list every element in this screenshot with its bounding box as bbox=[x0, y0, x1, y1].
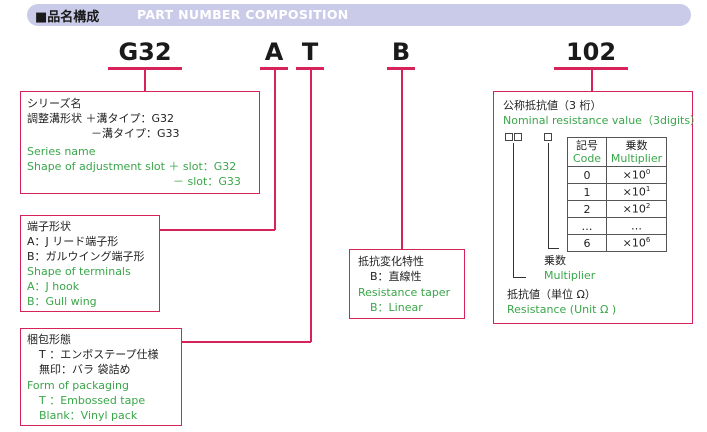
connector-taper bbox=[401, 70, 403, 250]
code-cell: … bbox=[567, 217, 607, 235]
code-cell: 1 bbox=[567, 183, 607, 201]
table-row: 1 ×101 bbox=[567, 183, 667, 201]
mult-cell: ×106 bbox=[606, 234, 667, 252]
section-header-bar: ■品名構成 PART NUMBER COMPOSITION bbox=[27, 4, 691, 26]
value-label-jp: 抵抗値（単位 Ω） bbox=[507, 288, 596, 301]
taper-line1-en: B：Linear bbox=[370, 301, 423, 314]
connector-packaging-v bbox=[310, 70, 312, 342]
packaging-title-en: Form of packaging bbox=[27, 379, 129, 392]
mult-cell: ×101 bbox=[606, 183, 667, 201]
terminals-line1-jp: A：J リード端子形 bbox=[27, 235, 119, 248]
series-line1-jp: 調整溝形状 ＋溝タイプ：G32 bbox=[27, 112, 175, 125]
mult-cell: ×100 bbox=[606, 166, 667, 184]
packaging-line1-jp: T ：エンボステープ仕様 bbox=[39, 348, 159, 361]
digit-square-3 bbox=[544, 133, 552, 141]
terminals-line2-jp: B：ガルウイング端子形 bbox=[27, 250, 145, 263]
packaging-title-jp: 梱包形態 bbox=[27, 333, 71, 346]
table-row: 6 ×106 bbox=[567, 234, 667, 252]
series-line1-en: Shape of adjustment slot ＋ slot：G32 bbox=[27, 160, 237, 173]
connector-packaging-h bbox=[180, 341, 311, 343]
header-code-en: Code bbox=[572, 152, 602, 165]
code-cell: 0 bbox=[567, 166, 607, 184]
bracket-value-h bbox=[513, 277, 526, 278]
section-title-en: PART NUMBER COMPOSITION bbox=[137, 7, 349, 22]
resistance-box: 公称抵抗値（3 桁） Nominal resistance value（3dig… bbox=[493, 91, 701, 324]
header-mult-en: Multiplier bbox=[610, 152, 663, 165]
code-terminal-underline bbox=[260, 67, 288, 70]
header-code-jp: 記号 bbox=[576, 139, 598, 152]
digit-square-1 bbox=[505, 133, 513, 141]
series-title-jp: シリーズ名 bbox=[27, 97, 82, 110]
table-header-row: 記号 Code 乗数 Multiplier bbox=[567, 137, 667, 167]
series-line2-jp: －溝タイプ：G33 bbox=[91, 127, 180, 140]
terminals-box: 端子形状 A：J リード端子形 B：ガルウイング端子形 Shape of ter… bbox=[20, 215, 160, 312]
multiplier-table: 記号 Code 乗数 Multiplier 0 ×100 1 ×101 2 ×1… bbox=[567, 137, 667, 252]
code-packaging-underline bbox=[296, 67, 324, 70]
taper-line1-jp: B：直線性 bbox=[370, 270, 422, 283]
terminals-title-jp: 端子形状 bbox=[27, 220, 71, 233]
mult-cell: … bbox=[606, 217, 667, 235]
packaging-box: 梱包形態 T ：エンボステープ仕様 無印：バラ 袋詰め Form of pack… bbox=[20, 328, 182, 426]
connector-terminal-v bbox=[274, 70, 276, 230]
table-row: 0 ×100 bbox=[567, 166, 667, 184]
code-series: G32 bbox=[118, 38, 172, 66]
code-taper: B bbox=[391, 38, 411, 66]
bracket-value-v bbox=[513, 143, 514, 278]
series-title-en: Series name bbox=[27, 145, 96, 158]
resistance-title-jp: 公称抵抗値（3 桁） bbox=[503, 99, 602, 112]
terminals-line2-en: B：Gull wing bbox=[27, 295, 97, 308]
code-cell: 6 bbox=[567, 234, 607, 252]
code-terminal: A bbox=[264, 38, 284, 66]
section-title-jp: ■品名構成 bbox=[35, 10, 100, 25]
terminals-title-en: Shape of terminals bbox=[27, 265, 131, 278]
packaging-line2-en: Blank：Vinyl pack bbox=[39, 409, 138, 422]
table-row: … … bbox=[567, 217, 667, 235]
table-row: 2 ×102 bbox=[567, 200, 667, 218]
series-line2-en: － slot：G33 bbox=[173, 175, 241, 188]
packaging-line1-en: T ：Embossed tape bbox=[39, 394, 146, 407]
bracket-mult-v bbox=[548, 143, 549, 249]
code-resistance-underline bbox=[554, 67, 628, 70]
connector-terminal-h bbox=[158, 229, 275, 231]
series-box: シリーズ名 調整溝形状 ＋溝タイプ：G32 －溝タイプ：G33 Series n… bbox=[20, 91, 260, 194]
multiplier-label-en: Multiplier bbox=[544, 269, 596, 282]
connector-resistance bbox=[591, 70, 593, 92]
code-series-underline bbox=[108, 67, 182, 70]
resistance-title-en: Nominal resistance value（3digits） bbox=[503, 114, 702, 127]
multiplier-label-jp: 乗数 bbox=[544, 254, 566, 267]
bracket-mult-h bbox=[548, 248, 559, 249]
value-label-en: Resistance (Unit Ω ) bbox=[507, 303, 617, 316]
taper-title-jp: 抵抗変化特性 bbox=[358, 255, 424, 268]
code-taper-underline bbox=[387, 67, 415, 70]
code-packaging: T bbox=[301, 38, 319, 66]
code-resistance: 102 bbox=[565, 38, 617, 66]
header-mult-cell: 乗数 Multiplier bbox=[606, 137, 667, 167]
mult-cell: ×102 bbox=[606, 200, 667, 218]
packaging-line2-jp: 無印：バラ 袋詰め bbox=[39, 363, 131, 376]
connector-series bbox=[144, 70, 146, 92]
header-code-cell: 記号 Code bbox=[567, 137, 607, 167]
digit-square-2 bbox=[514, 133, 522, 141]
taper-title-en: Resistance taper bbox=[358, 286, 451, 299]
header-mult-jp: 乗数 bbox=[625, 139, 648, 152]
taper-box: 抵抗変化特性 B：直線性 Resistance taper B：Linear bbox=[349, 249, 465, 319]
code-cell: 2 bbox=[567, 200, 607, 218]
terminals-line1-en: A：J hook bbox=[27, 280, 80, 293]
